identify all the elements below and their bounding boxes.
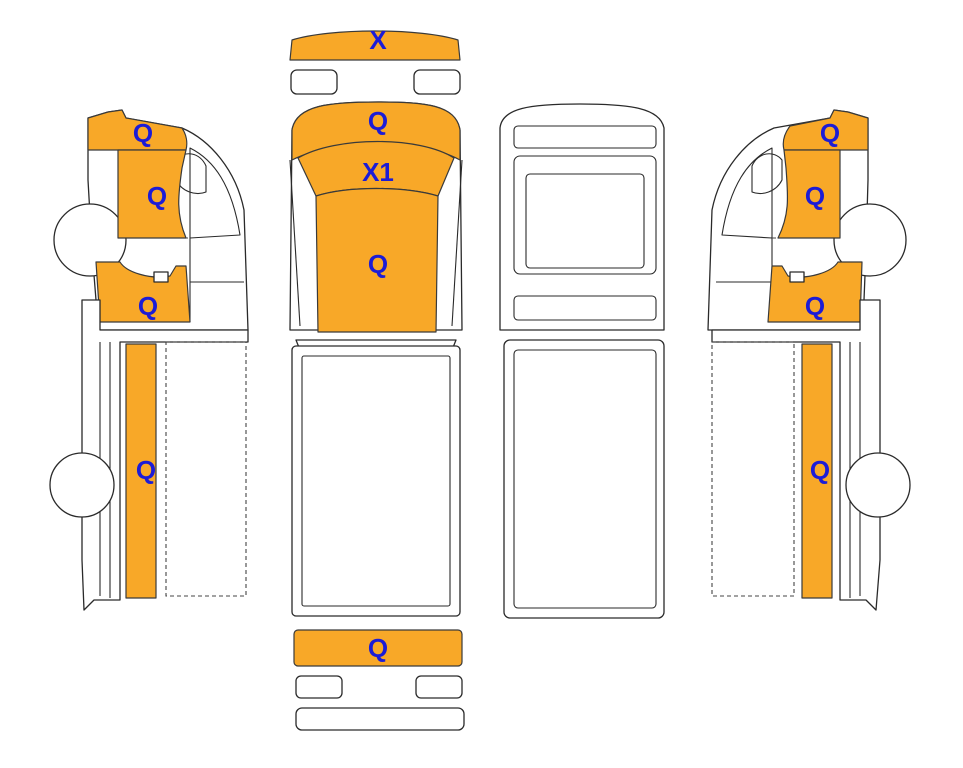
right-side-view: Q Q Q Q: [707, 109, 911, 611]
rear-right-light: [415, 675, 463, 699]
floor-cab-inner: [525, 173, 645, 269]
front-left-light: [290, 69, 338, 95]
front-right-light: [413, 69, 461, 95]
floor-rear-panel: [513, 295, 657, 321]
floor-cargo-inner: [513, 349, 657, 609]
left-cab-roof-label: Q: [133, 118, 153, 148]
right-door-zone: [777, 149, 841, 239]
left-door-zone: [117, 149, 187, 239]
left-front-wheel: [53, 203, 127, 277]
left-cargo-door-dash: [165, 341, 247, 597]
hood-label: Q: [368, 106, 388, 136]
right-cab-window: [721, 147, 773, 239]
right-handle: [789, 271, 805, 283]
top-left-pillar: [289, 159, 301, 327]
left-sill-label: Q: [138, 291, 158, 321]
top-right-pillar: [451, 159, 463, 327]
roof-label: Q: [368, 249, 388, 279]
left-mirror: [175, 153, 207, 195]
right-mirror: [751, 153, 783, 195]
left-cab-window: [189, 147, 241, 239]
right-cargo-side-label: Q: [810, 455, 830, 485]
right-door-label: Q: [805, 181, 825, 211]
floor-view: [499, 103, 665, 619]
rear-bumper-label: Q: [368, 633, 388, 663]
right-front-wheel: [833, 203, 907, 277]
right-cargo-side-zone: [801, 343, 833, 599]
left-cargo-frame: [81, 299, 249, 611]
floor-cargo-outline: [503, 339, 665, 619]
front-bumper-label: X: [369, 25, 387, 55]
top-cargo-inner: [301, 355, 451, 607]
left-handle: [153, 271, 169, 283]
floor-front-panel: [513, 125, 657, 149]
front-bumper-zone: [289, 30, 461, 61]
rear-left-light: [295, 675, 343, 699]
right-rear-wheel: [845, 452, 911, 518]
top-view: X Q X1 Q Q: [289, 25, 465, 731]
left-door-label: Q: [147, 181, 167, 211]
windshield-label: X1: [362, 157, 394, 187]
left-side-view: Q Q Q Q: [49, 109, 249, 611]
right-cargo-frame: [711, 299, 881, 611]
right-cargo-door-dash: [711, 341, 795, 597]
left-cargo-side-label: Q: [136, 455, 156, 485]
right-sill-label: Q: [805, 291, 825, 321]
rear-bumper-zone: [293, 629, 463, 667]
top-cargo-outline: [291, 345, 461, 617]
rear-step: [295, 707, 465, 731]
right-cab-roof-label: Q: [820, 118, 840, 148]
left-cargo-side-zone: [125, 343, 157, 599]
floor-cab-panel: [513, 155, 657, 275]
left-rear-wheel: [49, 452, 115, 518]
roof-zone: [315, 187, 439, 333]
